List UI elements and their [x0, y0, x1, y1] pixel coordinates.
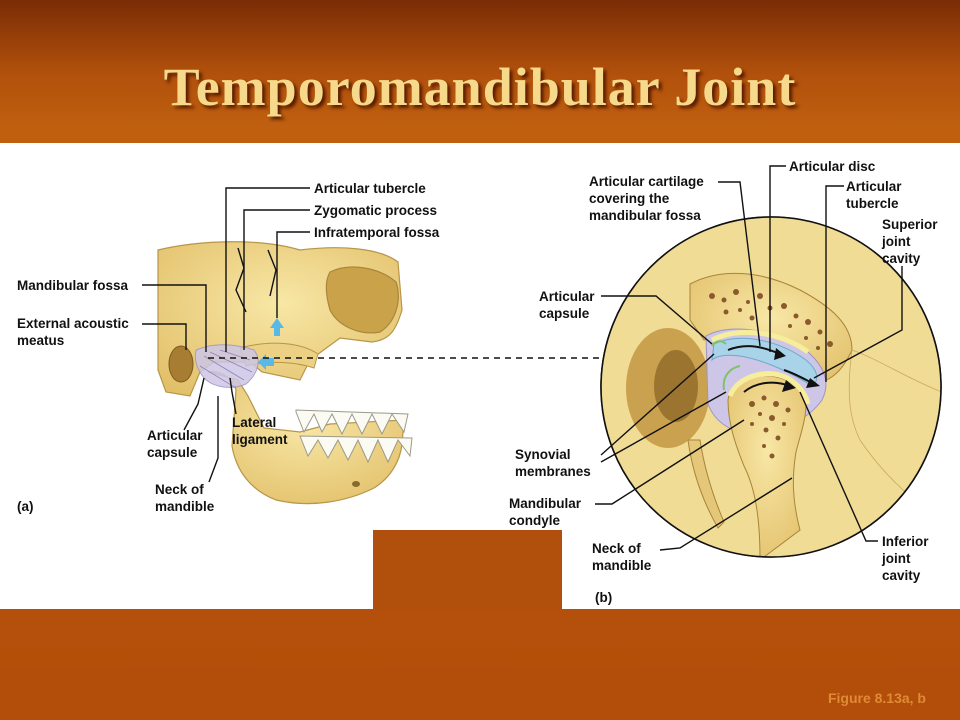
disc-motion-arrowhead-2 [806, 378, 820, 388]
label-mandibular-condyle-1: Mandibular [509, 496, 582, 511]
label-external-acoustic-meatus-1: External acoustic [17, 316, 129, 331]
label-mandibular-fossa: Mandibular fossa [17, 278, 129, 293]
condyle-marrow [749, 395, 791, 459]
leader-inferior-joint-cavity [799, 391, 878, 542]
suture-line [235, 247, 247, 313]
disc-motion-arrowhead [774, 348, 786, 360]
synovial-membrane-lower [722, 365, 741, 391]
label-articular-tubercle-b-1: Articular [846, 179, 902, 194]
panel-a-labels: Articular tubercle Zygomatic process Inf… [17, 181, 440, 514]
label-articular-capsule-b-1: Articular [539, 289, 595, 304]
leader-infratemporal-fossa [276, 231, 310, 318]
label-articular-disc: Articular disc [789, 159, 876, 174]
movement-arrow-up [270, 318, 284, 336]
label-superior-joint-cavity-2: joint [881, 234, 911, 249]
leader-articular-capsule [183, 377, 205, 431]
leader-articular-tubercle [225, 187, 310, 352]
mental-foramen [352, 481, 360, 487]
label-articular-cartilage-1: Articular cartilage [589, 174, 704, 189]
upper-teeth [295, 409, 409, 436]
label-infratemporal-fossa: Infratemporal fossa [314, 225, 440, 240]
orbit [325, 266, 399, 334]
lower-teeth [299, 435, 413, 464]
leader-articular-capsule-b [601, 295, 713, 345]
ear-canal [168, 345, 194, 383]
figure-caption: Figure 8.13a, b [827, 690, 926, 706]
background-notch [373, 530, 562, 610]
condyle-cartilage [727, 371, 811, 405]
leader-superior-joint-cavity [813, 266, 903, 379]
leader-neck-of-mandible-b [659, 477, 793, 551]
panel-a-leaders [142, 187, 310, 483]
panel-b-leaders [595, 165, 903, 551]
leader-articular-tubercle-b [825, 185, 844, 382]
label-articular-capsule-b-2: capsule [539, 306, 590, 321]
leader-mandibular-condyle [595, 419, 745, 505]
label-articular-capsule-a-1: Articular [147, 428, 203, 443]
panel-b-label: (b) [595, 590, 612, 605]
superior-cartilage [710, 329, 810, 355]
leader-articular-cartilage [718, 181, 761, 347]
label-inferior-joint-cavity-3: cavity [882, 568, 921, 583]
label-synovial-membranes-1: Synovial [515, 447, 571, 462]
label-articular-tubercle: Articular tubercle [314, 181, 426, 196]
label-articular-tubercle-b-2: tubercle [846, 196, 899, 211]
label-mandibular-condyle-2: condyle [509, 513, 561, 528]
label-lateral-ligament-2: ligament [232, 432, 288, 447]
label-articular-cartilage-2: covering the [589, 191, 670, 206]
label-superior-joint-cavity-3: cavity [882, 251, 921, 266]
label-lateral-ligament-1: Lateral [232, 415, 276, 430]
panel-b-labels: Articular disc Articular cartilage cover… [509, 159, 938, 605]
label-neck-of-mandible-a-2: mandible [155, 499, 215, 514]
leader-synovial-membrane-1 [600, 353, 715, 456]
leader-articular-disc [769, 165, 786, 352]
lateral-ligament-shape [194, 344, 259, 388]
leader-synovial-membrane-2 [600, 391, 727, 463]
label-synovial-membranes-2: membranes [515, 464, 591, 479]
skull-illustration [157, 241, 413, 505]
label-zygomatic-process: Zygomatic process [314, 203, 437, 218]
condyle-motion-arrowhead [782, 380, 796, 392]
suture-line [267, 249, 277, 297]
ear-opening [654, 350, 698, 422]
leader-external-acoustic-meatus [142, 323, 187, 350]
leader-zygomatic-process [243, 209, 310, 350]
leader-neck-of-mandible [208, 396, 219, 483]
label-inferior-joint-cavity-2: joint [881, 551, 911, 566]
ligament-fibers [199, 349, 253, 389]
label-inferior-joint-cavity-1: Inferior [882, 534, 929, 549]
slide-title: Temporomandibular Joint [163, 57, 797, 117]
movement-arrow-side [258, 354, 274, 370]
label-neck-of-mandible-b-2: mandible [592, 558, 652, 573]
temporal-marrow [709, 289, 833, 350]
leader-mandibular-fossa [142, 284, 207, 352]
magnifier-outline [600, 216, 942, 558]
label-neck-of-mandible-b-1: Neck of [592, 541, 641, 556]
styloid-process [687, 439, 725, 529]
label-external-acoustic-meatus-2: meatus [17, 333, 64, 348]
label-articular-cartilage-3: mandibular fossa [589, 208, 701, 223]
label-superior-joint-cavity-1: Superior [882, 217, 938, 232]
panel-a-label: (a) [17, 499, 34, 514]
label-articular-capsule-a-2: capsule [147, 445, 198, 460]
label-neck-of-mandible-a-1: Neck of [155, 482, 204, 497]
synovial-membrane-upper [711, 340, 727, 347]
joint-magnified-view [600, 216, 942, 558]
leader-lateral-ligament [229, 377, 237, 415]
